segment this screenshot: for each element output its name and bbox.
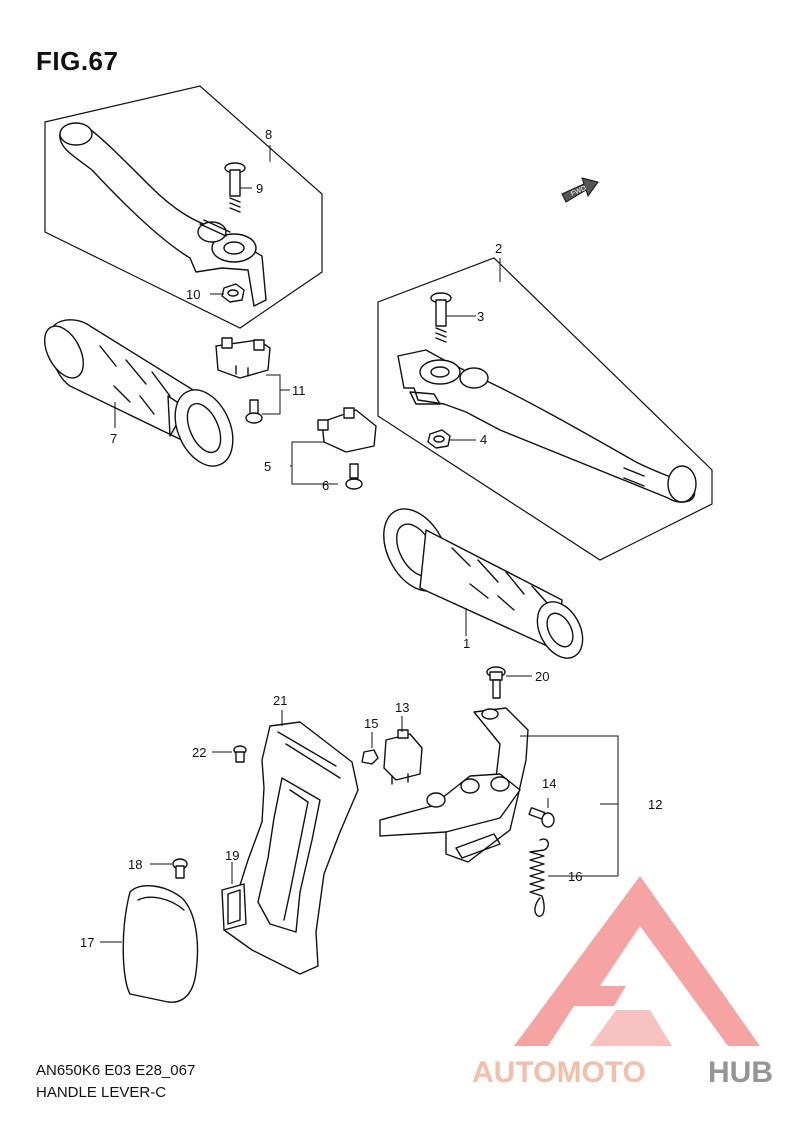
callout-14: 14 [542,776,556,791]
callout-13: 13 [395,700,409,715]
lever-box-left [44,85,323,329]
screw-18 [172,858,188,879]
section-title: HANDLE LEVER-C [36,1084,167,1101]
switch-13 [383,729,423,785]
pad-19 [221,883,247,931]
screw-22 [233,745,247,763]
fwd-direction-badge: FWD [561,177,599,203]
callout-22: 22 [192,745,206,760]
left-grip [44,319,234,467]
right-grip [383,508,584,659]
pivot-bolt-right [430,292,452,343]
callout-10: 10 [186,287,200,302]
model-code: AN650K6 E03 E28_067 [36,1062,196,1079]
screw-14 [528,807,555,828]
callout-19: 19 [225,848,239,863]
cover-17 [122,885,199,1003]
callout-12: 12 [648,797,662,812]
bracket-assembly-12 [379,707,529,863]
watermark-triangle-shape [514,876,760,1046]
callout-15: 15 [364,716,378,731]
nut-15 [361,749,379,765]
callout-6: 6 [322,478,329,493]
callout-21: 21 [273,693,287,708]
watermark-logo: AUTOMOTO HUB [472,876,773,1089]
figure-title: FIG.67 [36,46,119,76]
screw-11 [245,399,263,424]
callout-17: 17 [80,935,94,950]
callout-1: 1 [463,636,470,651]
callout-3: 3 [477,309,484,324]
callout-4: 4 [480,432,487,447]
lever-box-right [377,257,713,561]
fwd-label: FWD [570,185,587,198]
callout-2: 2 [495,241,502,256]
callout-7: 7 [110,431,117,446]
brake-lever-left [59,122,267,307]
spring-16 [529,838,550,917]
watermark-text-primary: AUTOMOTO [472,1056,646,1089]
nut-right [427,429,451,449]
leader-lines [100,145,619,943]
callout-8: 8 [265,127,272,142]
cover-21 [223,721,359,975]
clutch-lever-right [397,349,697,503]
switch-11 [215,337,271,379]
nut-left [221,283,245,303]
callout-5: 5 [264,459,271,474]
callout-9: 9 [256,181,263,196]
callout-20: 20 [535,669,549,684]
callout-18: 18 [128,857,142,872]
callout-labels: 1 2 3 4 5 6 7 8 9 10 11 12 13 14 15 16 1… [80,127,662,950]
watermark-text-secondary: HUB [708,1056,773,1089]
bolt-20 [486,666,506,699]
callout-11: 11 [292,383,306,398]
screw-6 [345,463,363,490]
pivot-bolt-left [224,162,246,213]
switch-5 [317,407,377,453]
callout-16: 16 [568,869,582,884]
